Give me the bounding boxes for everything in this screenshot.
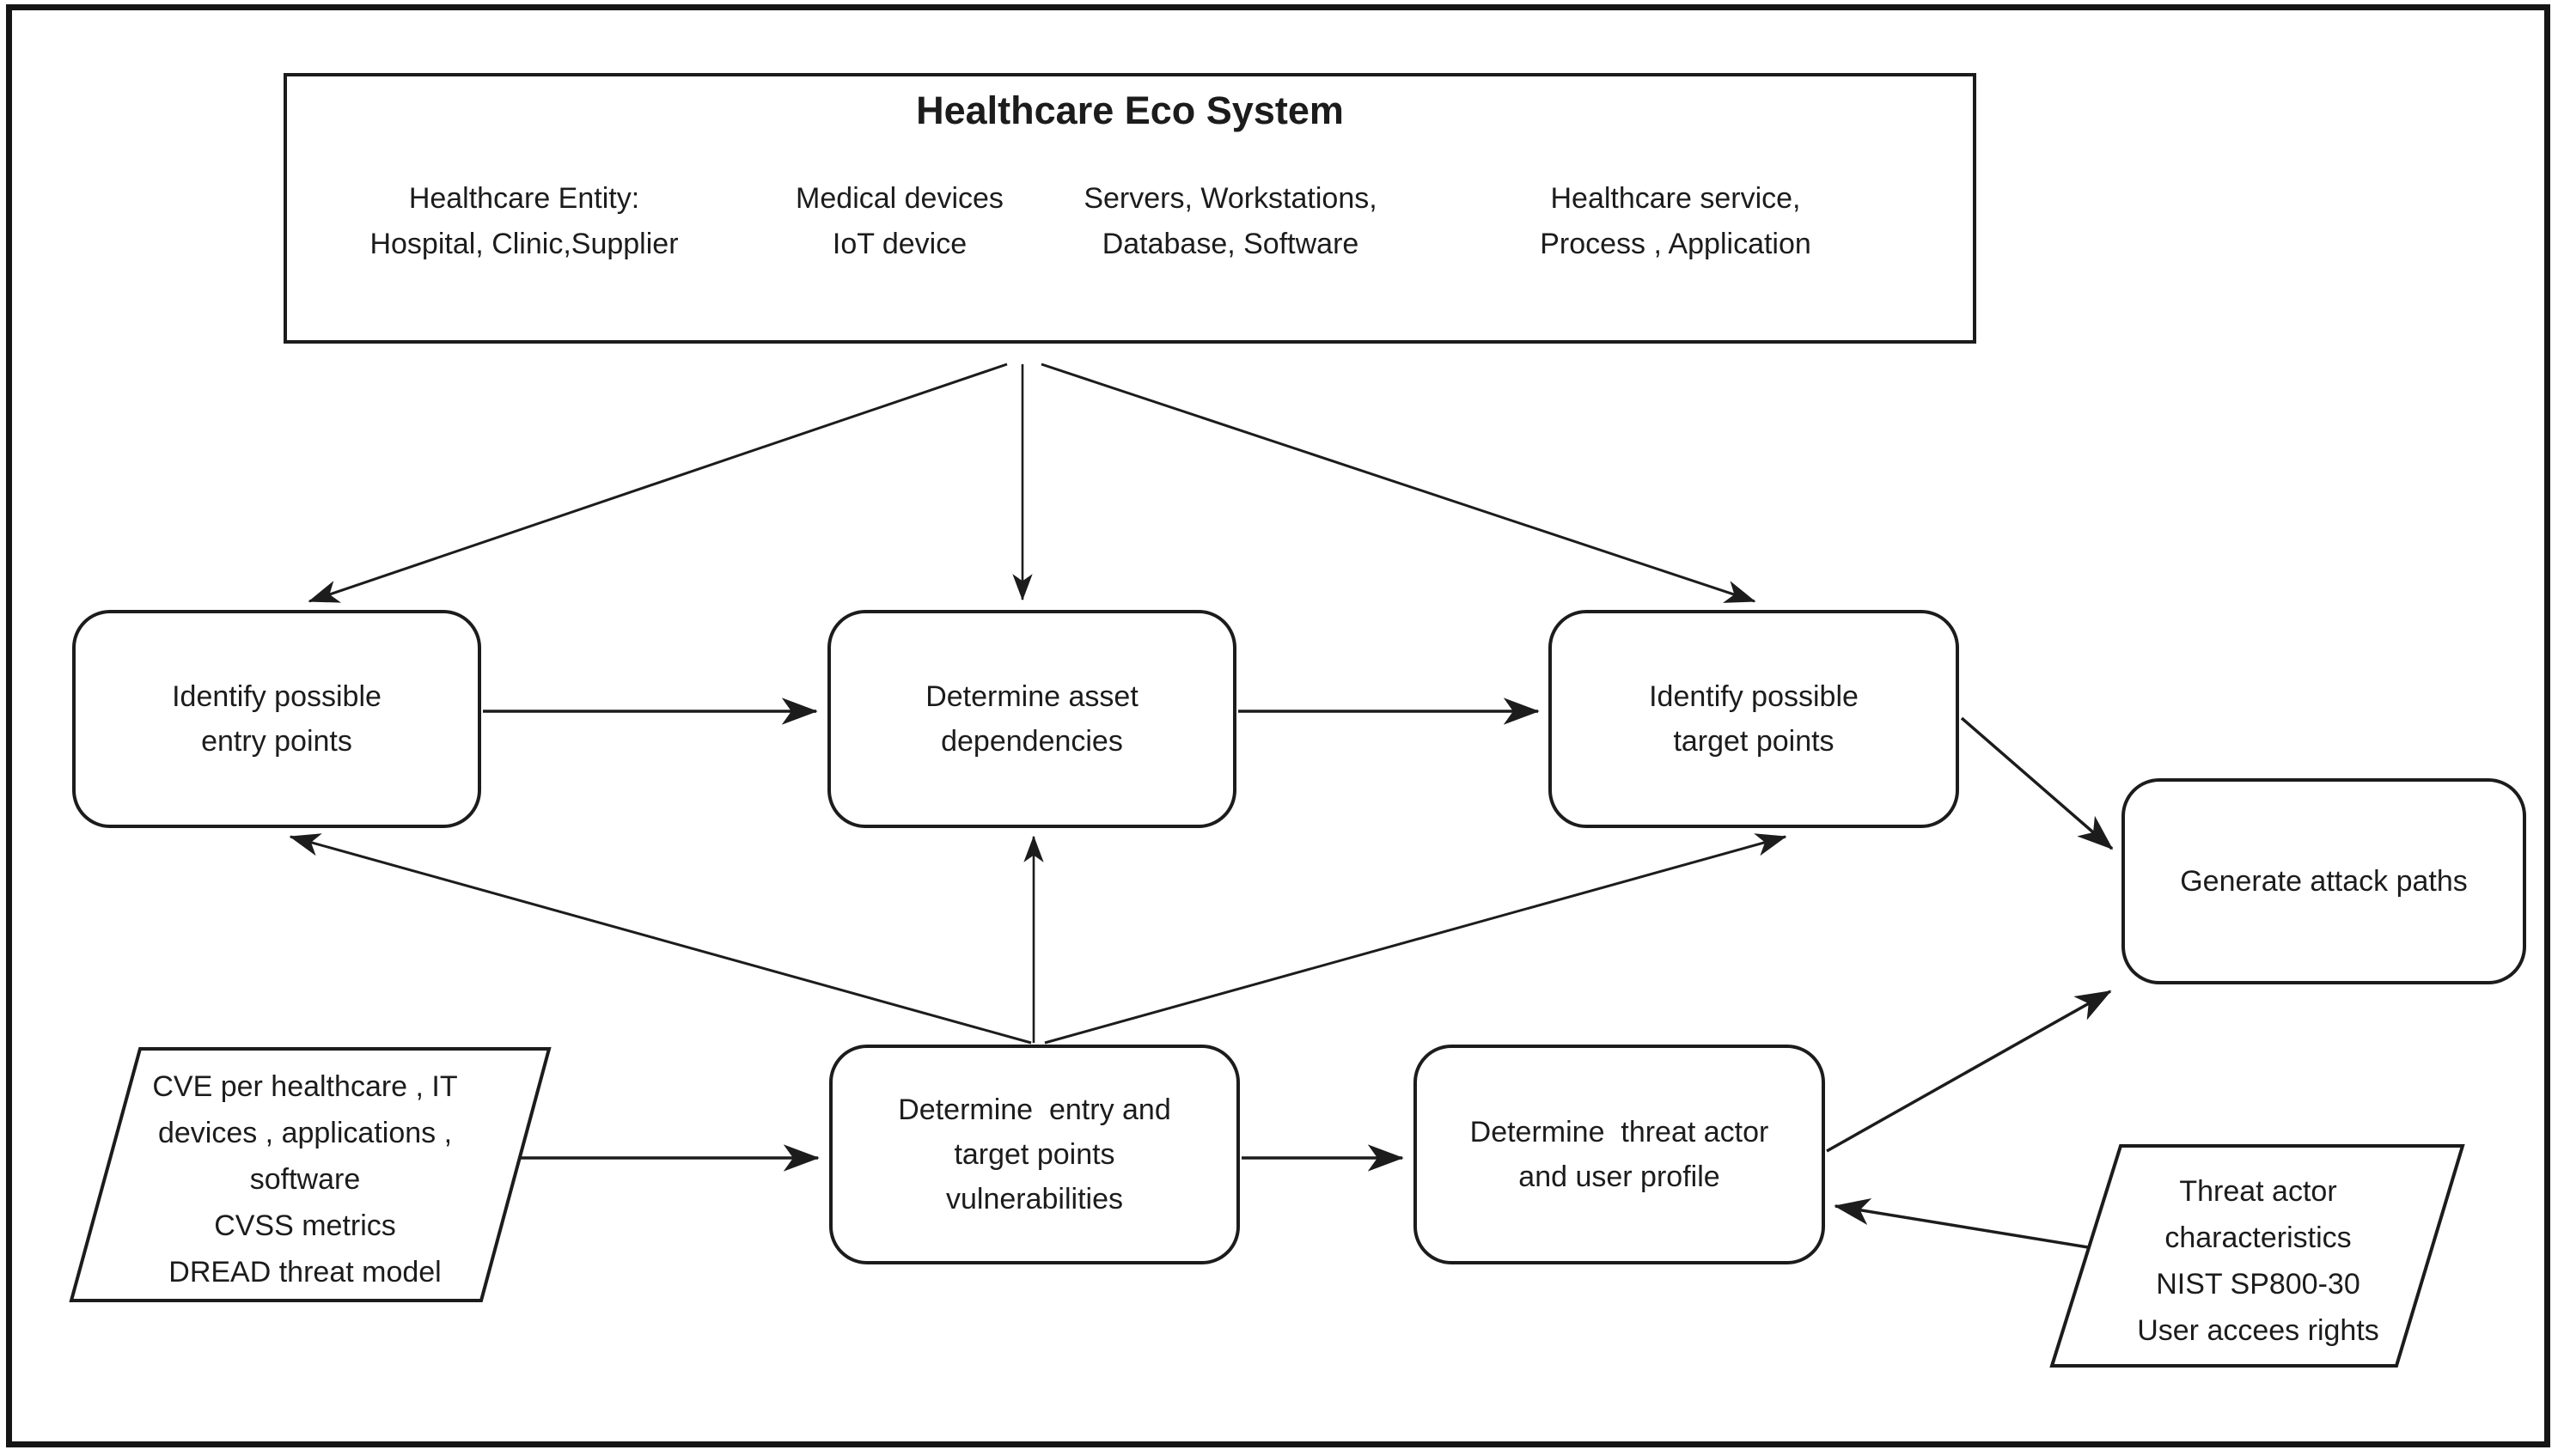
eco-col-devices: Medical devices IoT device	[796, 182, 1004, 260]
arrow-eco-to-target	[1041, 362, 1756, 603]
node-determine-vulnerabilities: Determine entry and target points vulner…	[829, 1045, 1240, 1264]
eco-col-servers: Servers, Workstations, Database, Softwar…	[1084, 182, 1377, 260]
eco-system-box	[284, 73, 1976, 344]
threat-input-parallelogram	[2049, 1144, 2465, 1368]
eco-col-entity: Healthcare Entity: Hospital, Clinic,Supp…	[369, 182, 679, 260]
cve-input-label: CVE per healthcare , IT devices , applic…	[152, 1070, 458, 1288]
node-identify-entry-points: Identify possible entry points	[72, 610, 481, 828]
arrow-vuln-to-target	[1044, 833, 1787, 1045]
threat-input-label: Threat actor characteristics NIST SP800-…	[2137, 1175, 2379, 1347]
node-identify-target-points: Identify possible target points	[1548, 610, 1959, 828]
arrow-vuln-to-entry	[289, 833, 1032, 1045]
node-determine-threat-actor: Determine threat actor and user profile	[1413, 1045, 1825, 1264]
arrow-actor-to-attack	[1826, 990, 2112, 1153]
arrow-threatinput-to-actor	[1834, 1197, 2089, 1249]
eco-col-services: Healthcare service, Process , Applicatio…	[1540, 182, 1811, 260]
cve-input-parallelogram	[69, 1047, 552, 1302]
eco-system-title: Healthcare Eco System	[916, 88, 1344, 132]
node-determine-asset-dependencies: Determine asset dependencies	[827, 610, 1236, 828]
node-generate-attack-paths: Generate attack paths	[2121, 778, 2526, 984]
arrow-eco-to-entry	[308, 362, 1008, 603]
arrow-target-to-attack	[1960, 716, 2114, 850]
outer-frame	[6, 4, 2550, 1447]
